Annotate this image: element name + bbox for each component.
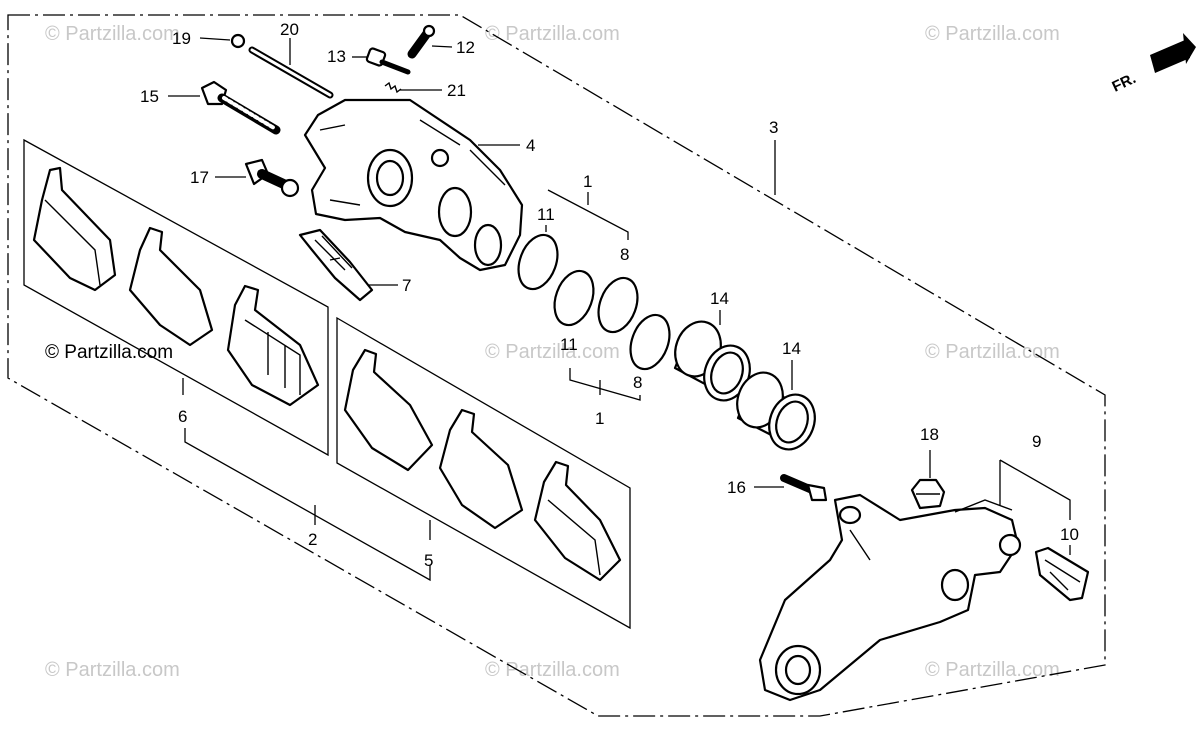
callout-1: 1 [595, 409, 604, 428]
brake-pad-6-icon [128, 226, 214, 347]
callout-15: 15 [140, 87, 159, 106]
watermark: © Partzilla.com [925, 659, 1060, 681]
callout-7: 7 [402, 276, 411, 295]
piston-14-icon [673, 320, 751, 402]
watermark: © Partzilla.com [485, 659, 620, 681]
callout-1: 1 [583, 172, 592, 191]
watermark: © Partzilla.com [925, 23, 1060, 45]
pad-retainer-10-icon [1034, 546, 1090, 602]
callout-4: 4 [526, 136, 535, 155]
piston-seal-11-icon [517, 233, 559, 291]
callout-11: 11 [560, 335, 578, 354]
brake-pad-6-icon [226, 284, 320, 407]
watermark: © Partzilla.com [45, 23, 180, 45]
front-direction-label: FR. [1110, 70, 1139, 96]
watermark: © Partzilla.com [485, 341, 620, 363]
callout-14: 14 [710, 289, 729, 308]
spring-21-icon [384, 81, 402, 94]
bolt-16-icon [780, 474, 828, 502]
callout-9: 9 [1032, 432, 1041, 451]
piston-seal-11-icon [553, 269, 595, 327]
callout-5: 5 [424, 551, 433, 570]
callout-19: 19 [172, 29, 191, 48]
front-arrow-icon: FR. [1110, 33, 1196, 96]
dust-seal-8-icon [629, 313, 671, 371]
callout-21: 21 [447, 81, 466, 100]
piston-14-icon [736, 371, 816, 451]
leader-lines [168, 37, 1071, 582]
bleeder-screw-12-icon [407, 24, 436, 59]
callout-8: 8 [620, 245, 629, 264]
caliper-bracket-9-icon [758, 493, 1022, 702]
callout-3: 3 [769, 118, 778, 137]
callout-14: 14 [782, 339, 801, 358]
pad-pin-20-icon [248, 46, 334, 99]
callout-8: 8 [633, 373, 642, 392]
assembly-outline-3 [7, 14, 1106, 717]
callout-10: 10 [1060, 525, 1079, 544]
caliper-body-4-icon [303, 98, 524, 272]
brake-pad-5-icon [533, 460, 622, 582]
pad-set-box-5 [336, 316, 631, 630]
callout-11: 11 [537, 205, 555, 224]
callout-20: 20 [280, 20, 299, 39]
dust-seal-8-icon [597, 276, 639, 334]
watermark: © Partzilla.com [925, 341, 1060, 363]
nut-19-icon [230, 33, 246, 49]
pad-set-box-6 [23, 138, 329, 457]
callout-6: 6 [178, 407, 187, 426]
bolt-15-icon [200, 80, 281, 135]
callout-13: 13 [327, 47, 346, 66]
callout-16: 16 [727, 478, 746, 497]
bolt-17-icon [244, 158, 300, 198]
brake-pad-6-icon [32, 166, 117, 292]
pad-spring-7-icon [298, 228, 374, 302]
brake-pad-5-icon [438, 408, 524, 530]
callout-18: 18 [920, 425, 939, 444]
brake-pad-5-icon [343, 348, 434, 472]
bleeder-cap-13-icon [365, 47, 411, 75]
watermark: © Partzilla.com [485, 23, 620, 45]
watermark: © Partzilla.com [45, 659, 180, 681]
callout-12: 12 [456, 38, 475, 57]
callout-2: 2 [308, 530, 317, 549]
callout-17: 17 [190, 168, 209, 187]
watermark-dark: © Partzilla.com [45, 342, 173, 363]
boot-18-icon [910, 478, 946, 510]
